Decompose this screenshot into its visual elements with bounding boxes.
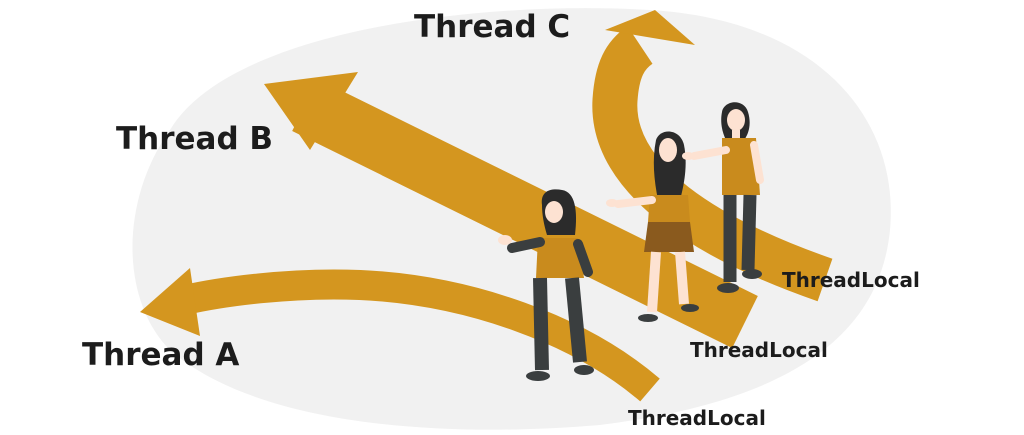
person-back [682, 102, 764, 293]
threadlocal-label-a: ThreadLocal [628, 406, 766, 430]
thread-a-label: Thread A [82, 337, 240, 373]
person-middle [606, 131, 699, 322]
threadlocal-label-b: ThreadLocal [690, 338, 828, 362]
person-front [498, 189, 594, 381]
thread-b-arrow [264, 72, 758, 349]
threadlocal-label-c: ThreadLocal [782, 268, 920, 292]
thread-c-label: Thread C [414, 9, 571, 45]
thread-b-label: Thread B [116, 121, 274, 157]
